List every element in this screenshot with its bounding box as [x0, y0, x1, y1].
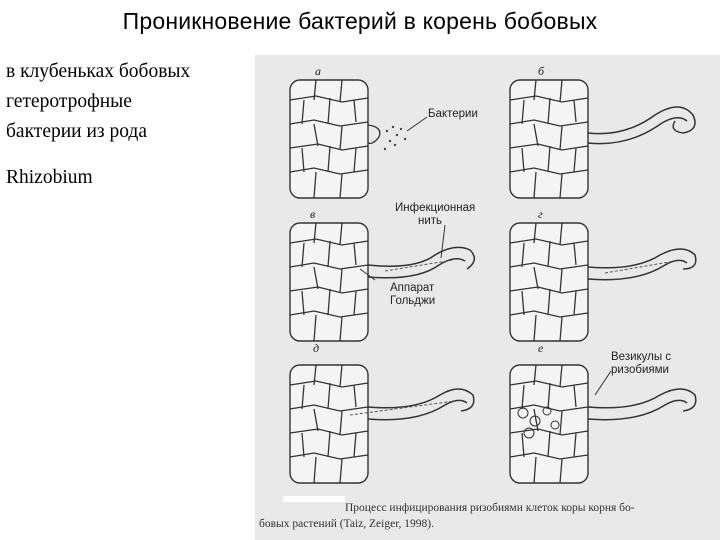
caption-line-1: Процесс инфицирования ризобиями клеток к… — [345, 502, 635, 514]
panel-f: е Везикулы с ризобиями — [509, 341, 697, 484]
figure-drawing: а Бактерии б в Инфекционна — [259, 64, 697, 530]
label-infection-thread: Инфекционная — [395, 202, 475, 214]
label-bacteria: Бактерии — [428, 108, 478, 120]
label-golgi-2: Гольджи — [390, 295, 435, 307]
panel-a: а Бактерии — [289, 64, 478, 199]
text-line: гетеротрофные — [6, 91, 132, 112]
text-line: в клубеньках бобовых — [6, 61, 191, 82]
label-golgi: Аппарат — [390, 282, 435, 294]
figure-infection-process: а Бактерии б в Инфекционна — [255, 55, 720, 540]
side-text: в клубеньках бобовых гетеротрофные бакте… — [6, 57, 246, 193]
panel-letter: в — [310, 207, 315, 221]
panel-c: в Инфекционная нить Аппарат Гольджи — [289, 202, 475, 342]
text-line: Rhizobium — [6, 167, 93, 188]
label-vesicles-2: ризобиями — [611, 364, 669, 376]
panel-b: б — [509, 64, 696, 199]
label-vesicles: Везикулы с — [611, 351, 671, 363]
panel-d: г — [509, 207, 697, 342]
panel-letter: е — [538, 341, 544, 355]
label-infection-thread-2: нить — [418, 215, 442, 227]
caption-line-2: бовых растений (Taiz, Zeiger, 1998). — [259, 518, 434, 530]
text-line: бактерии из рода — [6, 121, 147, 142]
panel-letter: г — [538, 207, 543, 221]
slide-title: Проникновение бактерий в корень бобовых — [122, 8, 598, 34]
panel-letter: а — [315, 64, 321, 78]
panel-letter: д — [313, 341, 319, 355]
panel-e: д — [289, 341, 475, 484]
panel-letter: б — [538, 64, 545, 78]
